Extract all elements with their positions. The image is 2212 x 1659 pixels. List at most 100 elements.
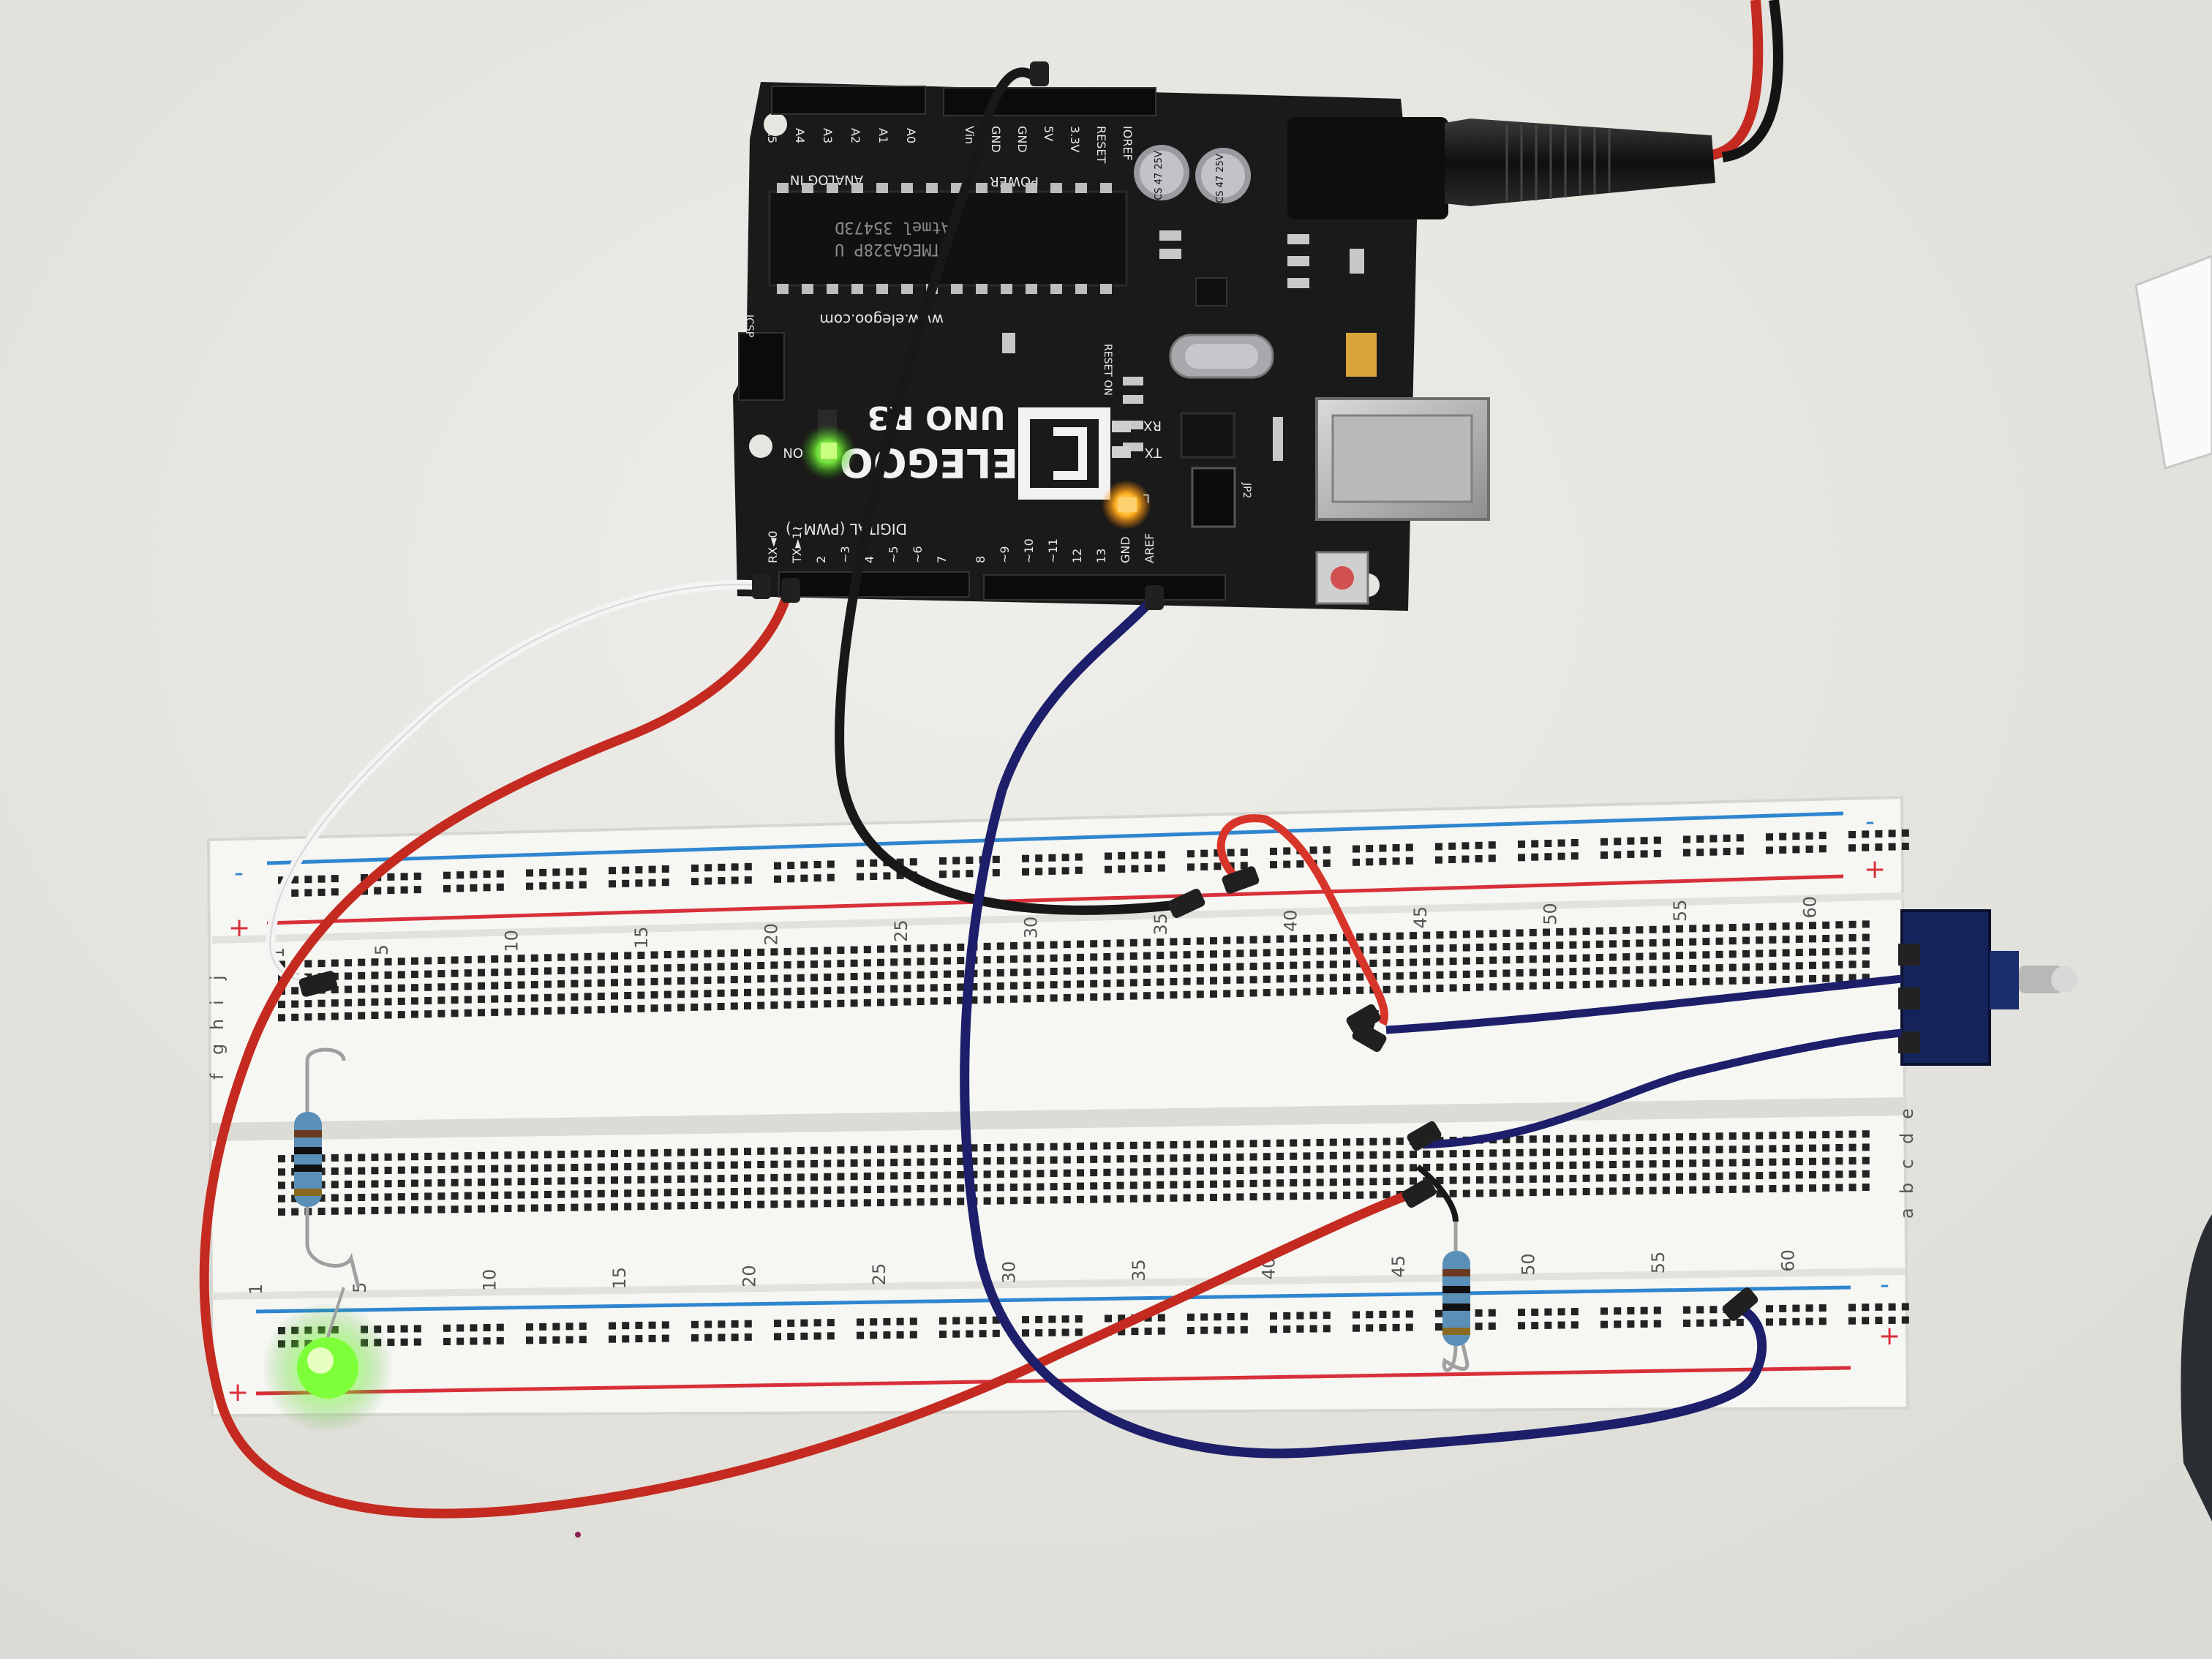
breadboard-hole xyxy=(1316,1138,1324,1146)
breadboard-hole xyxy=(1636,939,1644,947)
breadboard-hole xyxy=(1392,857,1400,865)
breadboard-hole xyxy=(557,1177,565,1185)
breadboard-hole xyxy=(704,877,712,885)
breadboard-hole xyxy=(1283,860,1291,868)
breadboard-hole xyxy=(1075,1328,1083,1336)
breadboard-hole xyxy=(1689,965,1697,972)
breadboard-hole xyxy=(1382,933,1391,940)
breadboard-hole xyxy=(1570,839,1579,846)
breadboard-hole xyxy=(1329,1178,1337,1186)
breadboard-hole xyxy=(411,1206,418,1214)
breadboard-hole xyxy=(278,1195,285,1203)
breadboard-hole xyxy=(1435,856,1442,864)
breadboard-hole xyxy=(850,959,858,967)
breadboard-hole xyxy=(952,1330,960,1338)
breadboard-hole xyxy=(1516,1175,1524,1184)
toggle-switch[interactable] xyxy=(1898,909,2077,1066)
breadboard-hole xyxy=(1316,934,1324,942)
breadboard-hole xyxy=(1090,1169,1098,1177)
breadboard-hole xyxy=(661,1334,669,1342)
breadboard-hole xyxy=(1156,1154,1165,1162)
breadboard-hole xyxy=(903,1185,911,1193)
breadboard-hole xyxy=(544,1007,552,1015)
breadboard-hole xyxy=(1369,1191,1377,1199)
breadboard-hole xyxy=(1116,1155,1124,1163)
breadboard-hole xyxy=(400,886,408,894)
breadboard-hole xyxy=(1090,940,1098,948)
breadboard-hole xyxy=(810,1146,818,1154)
breadboard-hole xyxy=(1037,994,1045,1002)
breadboard-hole xyxy=(1356,1165,1364,1173)
breadboard-hole xyxy=(1662,979,1670,987)
breadboard-hole xyxy=(1090,993,1098,1001)
breadboard-hole xyxy=(1489,983,1497,991)
breadboard-hole xyxy=(996,955,1004,963)
chip-pin xyxy=(901,284,913,294)
breadboard-hole xyxy=(797,1186,805,1195)
breadboard-hole xyxy=(584,966,592,974)
breadboard-hole xyxy=(345,1154,352,1162)
breadboard-hole xyxy=(1689,925,1697,933)
breadboard-hole xyxy=(552,881,560,889)
breadboard-hole xyxy=(863,1173,871,1180)
breadboard-hole xyxy=(783,988,791,996)
breadboard-hole xyxy=(677,1202,685,1210)
breadboard-hole xyxy=(478,1178,485,1186)
digital-pin-label: ~6 xyxy=(911,546,925,563)
breadboard-hole xyxy=(1290,1152,1298,1160)
breadboard-hole xyxy=(1290,1139,1298,1147)
breadboard-hole xyxy=(1728,1172,1737,1180)
breadboard-hole xyxy=(1210,1140,1217,1148)
breadboard-hole xyxy=(1077,1169,1084,1177)
breadboard-hole xyxy=(944,997,951,1005)
breadboard-hole xyxy=(1449,958,1457,966)
breadboard-hole xyxy=(1196,1167,1204,1175)
breadboard-hole xyxy=(1818,1304,1827,1312)
breadboard-hole xyxy=(1276,1192,1284,1200)
breadboard-hole xyxy=(757,1147,765,1155)
breadboard-hole xyxy=(1569,1135,1577,1143)
breadboard-hole xyxy=(1382,972,1391,980)
breadboard-hole xyxy=(1290,1192,1298,1200)
breadboard-hole xyxy=(1236,949,1244,958)
chip-pin xyxy=(1050,183,1062,193)
breadboard-hole xyxy=(1582,941,1590,949)
breadboard-hole xyxy=(731,1320,739,1328)
breadboard-hole xyxy=(774,1320,781,1328)
breadboard-hole xyxy=(1709,1306,1718,1314)
breadboard-hole xyxy=(384,1180,392,1188)
breadboard-hole xyxy=(863,1186,871,1194)
breadboard-hole xyxy=(691,1202,699,1209)
reset-button[interactable] xyxy=(1331,566,1354,590)
breadboard-hole xyxy=(571,1177,579,1185)
breadboard-hole xyxy=(744,949,751,957)
breadboard-hole xyxy=(890,1185,898,1193)
breadboard-hole xyxy=(1582,1188,1590,1195)
breadboard-hole xyxy=(1683,835,1690,843)
breadboard-hole xyxy=(1529,1189,1537,1197)
breadboard-hole xyxy=(496,883,504,891)
breadboard-hole xyxy=(1223,1167,1231,1175)
breadboard-hole xyxy=(877,1159,884,1167)
breadboard-hole xyxy=(1462,1176,1470,1184)
breadboard-hole xyxy=(504,968,512,976)
breadboard-hole xyxy=(1196,977,1204,985)
breadboard-hole xyxy=(1848,1130,1856,1138)
breadboard-hole xyxy=(291,1000,299,1008)
breadboard-hole xyxy=(635,1335,643,1343)
breadboard-hole xyxy=(291,876,299,884)
breadboard-hole xyxy=(1316,960,1324,968)
breadboard-hole xyxy=(661,1321,669,1329)
breadboard-hole xyxy=(1683,849,1690,857)
breadboard-hole xyxy=(1569,941,1577,949)
breadboard-hole xyxy=(1303,1165,1311,1173)
breadboard-hole xyxy=(1343,1192,1350,1200)
breadboard-hole xyxy=(857,859,864,868)
breadboard-hole xyxy=(1131,851,1139,859)
breadboard-hole xyxy=(1862,1304,1870,1312)
breadboard-hole xyxy=(1103,1142,1111,1150)
breadboard-hole xyxy=(944,957,951,965)
breadboard-hole xyxy=(650,991,658,999)
breadboard-hole xyxy=(304,889,312,897)
